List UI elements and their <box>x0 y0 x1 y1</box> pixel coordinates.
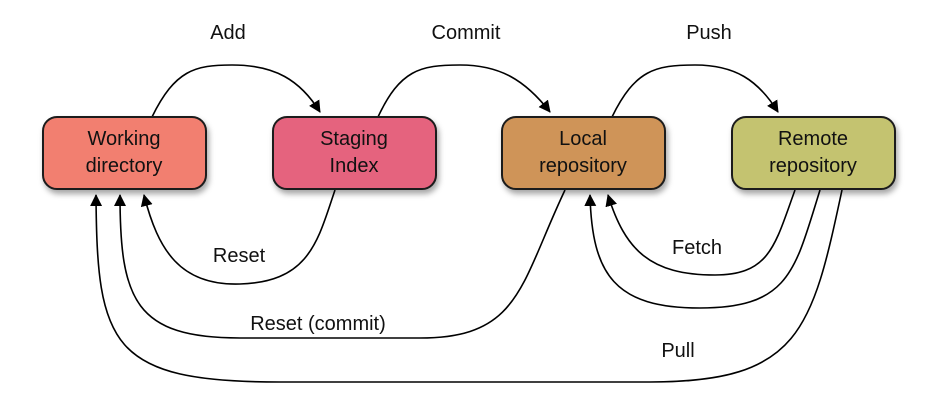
working-directory-label-line1: Working <box>88 128 161 150</box>
staging-index-label-line2: Index <box>330 155 379 177</box>
remote-repository-node: Remote repository <box>731 116 896 190</box>
staging-index-label-line1: Staging <box>320 128 388 150</box>
reset-label: Reset <box>213 245 266 267</box>
fetch-arrow <box>605 189 796 276</box>
staging-index-node: Staging Index <box>272 116 437 190</box>
reset-commit-label: Reset (commit) <box>250 313 386 335</box>
working-directory-label-line2: directory <box>86 155 163 177</box>
remote-repository-label-line2: repository <box>769 155 857 177</box>
working-directory-box <box>42 116 207 190</box>
pull-label: Pull <box>661 340 694 362</box>
edge-commit: Commit <box>377 22 551 118</box>
add-label: Add <box>210 22 246 44</box>
edge-push: Push <box>611 22 779 118</box>
remote-repository-box <box>731 116 896 190</box>
push-arrow <box>611 64 779 118</box>
local-repository-node: Local repository <box>501 116 666 190</box>
edge-fetch: Fetch <box>605 189 796 276</box>
staging-index-box <box>272 116 437 190</box>
fetch-label: Fetch <box>672 237 722 259</box>
working-directory-node: Working directory <box>42 116 207 190</box>
local-repository-box <box>501 116 666 190</box>
remote-repository-label-line1: Remote <box>778 128 848 150</box>
pull-local-arrow <box>584 189 821 309</box>
reset-commit-arrow <box>114 189 566 339</box>
commit-arrow <box>377 64 551 118</box>
add-arrow <box>151 64 321 118</box>
push-label: Push <box>686 22 732 44</box>
edge-pull: Pull <box>90 189 843 383</box>
edge-reset-commit: Reset (commit) <box>114 189 566 339</box>
commit-label: Commit <box>432 22 501 44</box>
edge-add: Add <box>151 22 321 118</box>
edge-pull-local <box>584 189 821 309</box>
local-repository-label-line1: Local <box>559 128 607 150</box>
reset-arrow <box>140 189 336 285</box>
pull-arrow <box>90 189 843 383</box>
local-repository-label-line2: repository <box>539 155 627 177</box>
edge-reset: Reset <box>140 189 336 285</box>
